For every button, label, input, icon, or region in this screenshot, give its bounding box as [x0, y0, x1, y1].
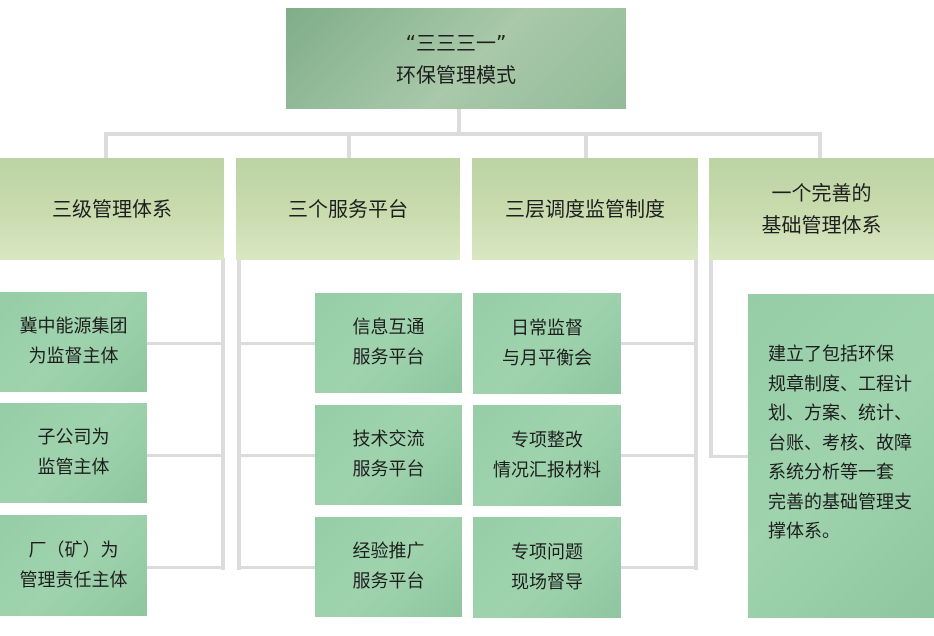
category-box-4: 一个完善的 基础管理体系	[709, 158, 934, 260]
col1-leaf-1: 冀中能源集团 为监督主体	[0, 292, 147, 392]
drop-line-1	[104, 132, 108, 160]
col3-leaf-3: 专项问题 现场督导	[473, 517, 621, 618]
col3-branch-3	[620, 566, 698, 569]
col1-leaf-3-text: 厂（矿）为 管理责任主体	[19, 539, 128, 591]
col2-leaf-2-text: 技术交流 服务平台	[352, 429, 425, 480]
root-node: “三三三一” 环保管理模式	[286, 8, 626, 109]
col1-branch-2	[146, 454, 224, 457]
drop-line-2	[347, 132, 351, 160]
col1-branch-3	[146, 566, 224, 569]
col4-vertical-line	[709, 258, 713, 458]
drop-line-4	[818, 132, 822, 160]
col3-branch-1	[620, 342, 698, 345]
col2-branch-1	[238, 342, 316, 345]
col1-leaf-3: 厂（矿）为 管理责任主体	[0, 515, 147, 616]
col2-leaf-1: 信息互通 服务平台	[315, 293, 462, 393]
col3-leaf-2: 专项整改 情况汇报材料	[473, 405, 621, 506]
col3-leaf-1: 日常监督 与月平衡会	[473, 293, 621, 394]
col1-leaf-2-text: 子公司为 监管主体	[37, 427, 110, 478]
col2-leaf-3: 经验推广 服务平台	[315, 517, 462, 617]
col1-leaf-1-text: 冀中能源集团 为监督主体	[19, 316, 128, 367]
col1-branch-1	[146, 342, 224, 345]
col3-leaf-2-text: 专项整改 情况汇报材料	[493, 429, 601, 481]
col1-vertical-line	[221, 258, 225, 570]
col3-leaf-3-text: 专项问题 现场督导	[511, 541, 583, 593]
col2-leaf-1-text: 信息互通 服务平台	[352, 317, 425, 368]
col3-vertical-line	[694, 258, 698, 570]
col2-branch-3	[238, 566, 316, 569]
category-label-3: 三层调度监管制度	[505, 197, 665, 221]
drop-line-3	[584, 132, 588, 160]
col4-branch	[710, 455, 750, 458]
root-title: “三三三一” 环保管理模式	[396, 30, 516, 87]
category-box-2: 三个服务平台	[236, 158, 460, 260]
col2-leaf-2: 技术交流 服务平台	[315, 405, 462, 505]
category-label-2: 三个服务平台	[288, 197, 408, 221]
col3-leaf-1-text: 日常监督 与月平衡会	[502, 317, 592, 369]
col2-branch-2	[238, 454, 316, 457]
category-label-1: 三级管理体系	[52, 197, 172, 221]
col2-leaf-3-text: 经验推广 服务平台	[352, 541, 425, 592]
category-label-4: 一个完善的 基础管理体系	[761, 181, 882, 237]
col2-vertical-line	[237, 258, 241, 570]
category-box-1: 三级管理体系	[0, 158, 224, 260]
col3-branch-2	[620, 454, 698, 457]
horizontal-bus-line	[104, 132, 822, 136]
col4-description-text: 建立了包括环保 规章制度、工程计 划、方案、统计、 台账、考核、故障 系统分析等…	[768, 344, 912, 542]
col4-description-box: 建立了包括环保 规章制度、工程计 划、方案、统计、 台账、考核、故障 系统分析等…	[748, 294, 934, 618]
col1-leaf-2: 子公司为 监管主体	[0, 403, 147, 503]
category-box-3: 三层调度监管制度	[472, 158, 698, 260]
root-stem-line	[457, 108, 461, 134]
